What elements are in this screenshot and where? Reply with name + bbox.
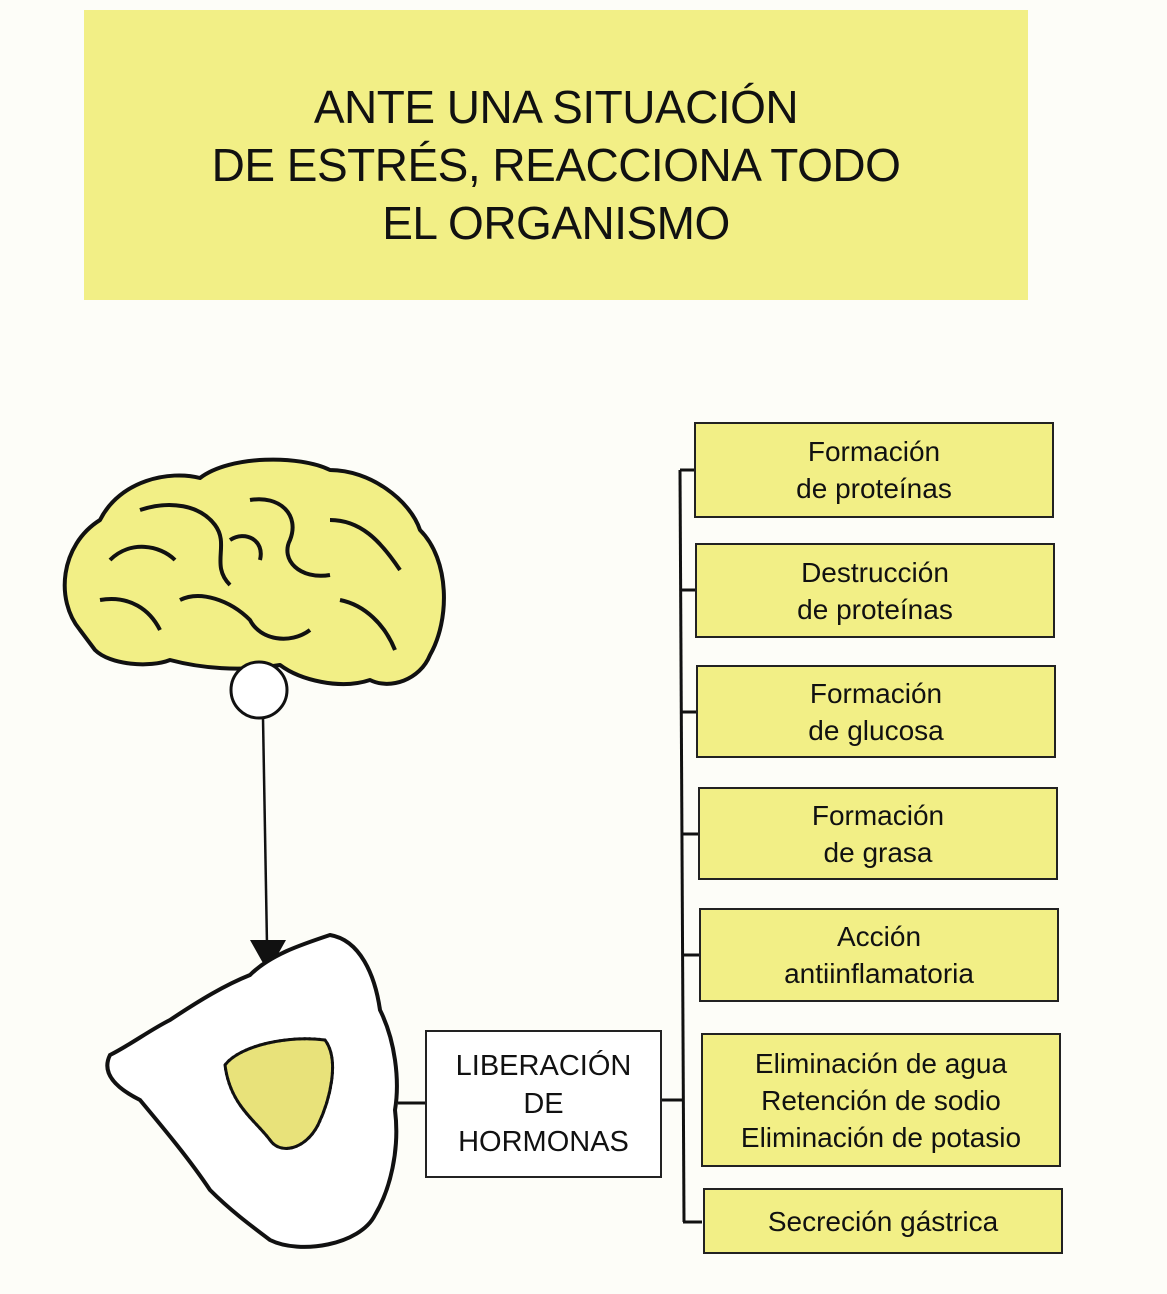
label: LIBERACIÓN (455, 1050, 632, 1082)
title-line: EL ORGANISMO (382, 197, 730, 249)
label: Secreción gástrica (767, 1205, 999, 1237)
label: de glucosa (808, 714, 944, 746)
effect-box: Secreción gástrica (703, 1188, 1063, 1254)
effect-box: Destrucción de proteínas (695, 543, 1055, 638)
label: Formación (807, 436, 941, 467)
title-line: ANTE UNA SITUACIÓN (313, 81, 799, 133)
title-line: DE ESTRÉS, REACCIONA TODO (211, 139, 901, 191)
pituitary-icon (229, 660, 289, 720)
effect-box: Formación de glucosa (696, 665, 1056, 758)
label: Retención de sodio (761, 1084, 1001, 1116)
bracket-ticks (680, 468, 702, 1224)
label: de grasa (823, 836, 933, 868)
label: HORMONAS (458, 1126, 629, 1158)
label: Eliminación de potasio (740, 1121, 1022, 1153)
label: de proteínas (797, 593, 953, 625)
arrow-head-icon (250, 940, 286, 972)
label: Destrucción (801, 556, 949, 588)
effect-box: Formación de grasa (698, 787, 1058, 880)
label: Acción (836, 921, 922, 952)
effect-box: Formación de proteínas (694, 422, 1054, 518)
label: Formación (811, 799, 945, 831)
arrow-line (261, 717, 269, 946)
title: ANTE UNA SITUACIÓN DE ESTRÉS, REACCIONA … (84, 78, 1028, 252)
bracket-line (678, 469, 686, 1223)
label: de proteínas (796, 473, 952, 504)
label: DE (523, 1088, 564, 1120)
label: Formación (809, 677, 943, 709)
label: Eliminación de agua (754, 1047, 1008, 1079)
effect-box: Eliminación de agua Retención de sodio E… (701, 1033, 1061, 1167)
label: antiinflamatoria (784, 958, 974, 989)
hormone-release-box: LIBERACIÓN DE HORMONAS (425, 1030, 662, 1178)
brain-icon (62, 457, 446, 687)
title-banner: ANTE UNA SITUACIÓN DE ESTRÉS, REACCIONA … (84, 10, 1028, 300)
effect-box: Acción antiinflamatoria (699, 908, 1059, 1002)
